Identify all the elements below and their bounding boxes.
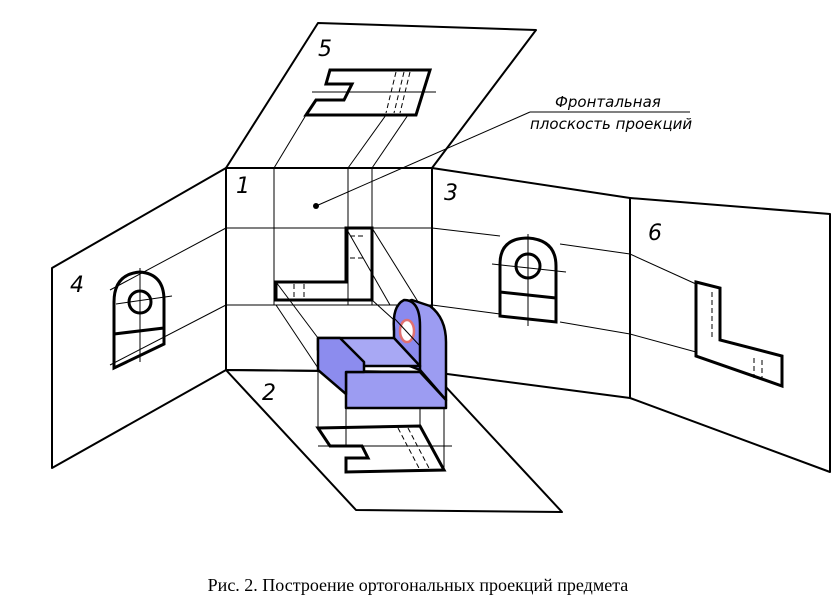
right-view: [491, 234, 567, 326]
figure-caption: Рис. 2. Построение ортогональных проекци…: [207, 575, 629, 595]
bottom-view: [315, 424, 452, 474]
plane-6-rear: [629, 197, 831, 473]
leader-dot: [313, 203, 319, 209]
plane-label-2: 2: [262, 381, 276, 406]
rear-view: [694, 280, 784, 389]
object-base-front: [344, 370, 448, 410]
isometric-object: [316, 298, 448, 410]
plane-label-6: 6: [648, 221, 662, 246]
object-slot: [316, 336, 366, 396]
annotation-line-1: Фронтальная: [555, 93, 661, 111]
plane-5-top: [225, 22, 537, 169]
front-view: [274, 226, 374, 302]
plane-3-right: [431, 167, 631, 399]
object-hole: [398, 318, 416, 344]
plane-label-4: 4: [70, 273, 84, 298]
plane-label-3: 3: [444, 181, 458, 206]
plane-label-5: 5: [318, 37, 332, 62]
top-view: [303, 68, 436, 117]
annotation-line-2: плоскость проекций: [530, 115, 692, 133]
plane-4-left: [51, 167, 227, 469]
left-view: [112, 268, 173, 371]
plane-label-1: 1: [236, 174, 250, 199]
